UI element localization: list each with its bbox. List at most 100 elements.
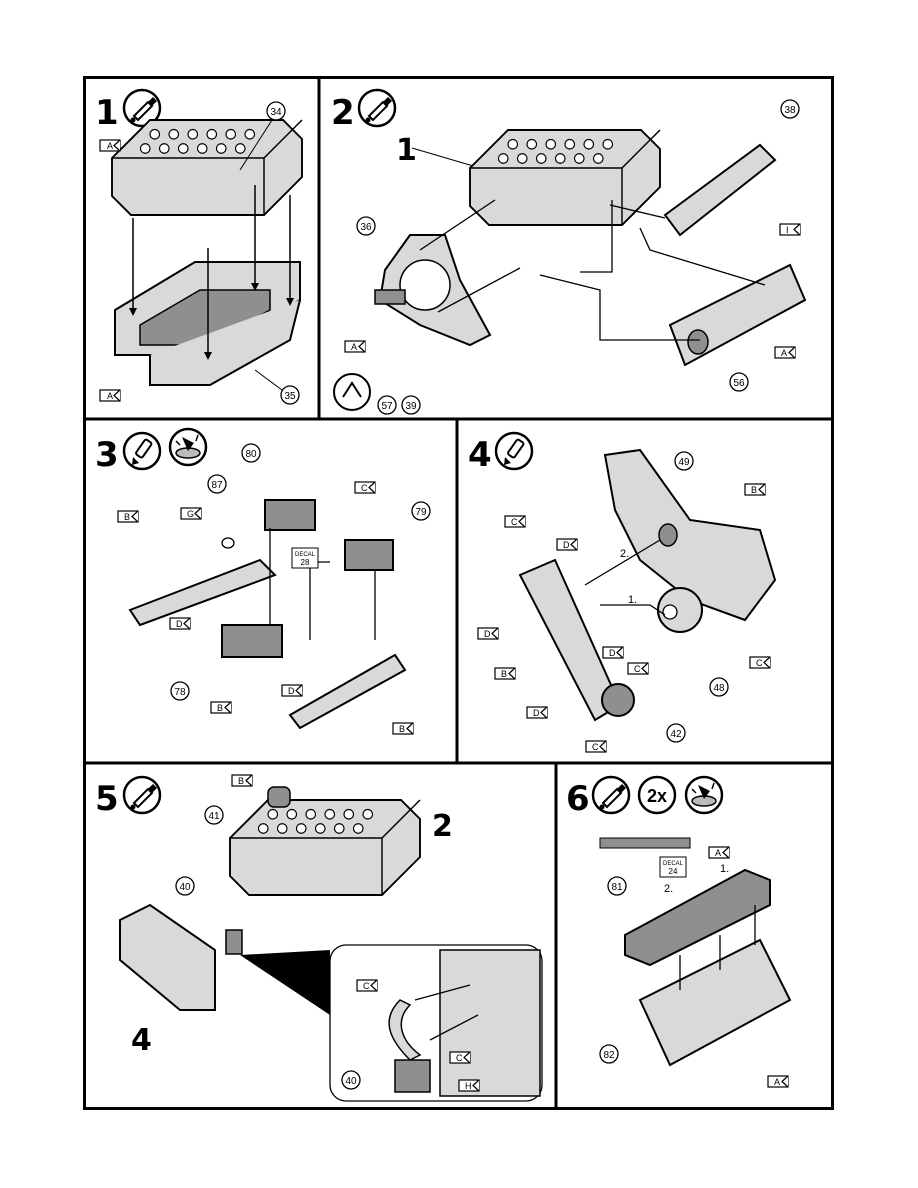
part-number: 81 (611, 882, 623, 893)
engine-assembly-illustration (469, 129, 661, 226)
part-80-illustration (264, 499, 316, 531)
part-38-illustration (663, 143, 777, 237)
sprue-letter: B (124, 512, 130, 522)
part-number: 36 (360, 222, 372, 233)
detail-pointer (240, 950, 330, 1015)
turn-model-icon (333, 373, 371, 411)
part-number: 40 (345, 1076, 357, 1087)
step-number: 4 (468, 435, 492, 475)
part-number: 57 (381, 401, 393, 412)
step-4-panel: 4 2. 1. 49 48 42 B C D D C D C B D C (468, 431, 777, 753)
part-34-illustration (111, 119, 303, 216)
sprue-letter: B (217, 703, 223, 713)
decal-box (659, 856, 687, 878)
sprue-letter: I (786, 225, 789, 235)
part-81-illustration (624, 868, 771, 967)
paint-icon (122, 431, 162, 471)
part-40-illustration (225, 929, 243, 955)
step-number: 6 (566, 779, 590, 819)
part-number: 82 (603, 1050, 615, 1061)
decal-label: DECAL (663, 861, 684, 867)
pipe-illustration (288, 653, 407, 730)
part-number: 78 (174, 687, 186, 698)
sprue-letter: B (238, 776, 244, 786)
multiplier-text: 2x (647, 786, 667, 806)
part-number: 80 (245, 449, 257, 460)
sprue-letter: B (501, 669, 507, 679)
decal-preview (599, 837, 691, 849)
decal-label: DECAL (295, 552, 316, 558)
sprue-letter: A (781, 348, 787, 358)
part-41-illustration (267, 786, 291, 808)
step-number: 5 (95, 779, 119, 819)
multiplier-badge (637, 775, 677, 815)
part-79-illustration (344, 539, 394, 571)
decal-box (291, 547, 319, 569)
part-number: 35 (284, 391, 296, 402)
part-number: 41 (208, 811, 220, 822)
reference-step: 2 (432, 809, 453, 844)
part-number: 42 (670, 729, 682, 740)
step-2-panel: 2 1 38 36 (331, 88, 807, 415)
arrow-label: 2. (664, 883, 673, 895)
sprue-letter: D (484, 629, 491, 639)
reference-step: 1 (396, 133, 417, 168)
part-number: 39 (405, 401, 417, 412)
part-number: 34 (270, 107, 282, 118)
sprue-letter: B (399, 724, 405, 734)
part-number: 48 (713, 683, 725, 694)
arrow-label: 1. (628, 594, 637, 606)
sprue-letter: G (187, 509, 194, 519)
sprue-letter: C (756, 658, 763, 668)
sprue-letter: C (363, 981, 370, 991)
sprue-letter: D (288, 686, 295, 696)
sprue-letter: C (592, 742, 599, 752)
pipe-illustration (128, 558, 277, 627)
step-3-panel: 3 80 87 79 78 B G C D D B B DECAL 28 (95, 427, 431, 735)
sprue-letter: D (533, 708, 540, 718)
sprue-letter: B (751, 485, 757, 495)
glue-icon (357, 88, 397, 128)
assembly-arrows (132, 185, 291, 355)
paint-icon (494, 431, 534, 471)
part-number: 79 (415, 507, 427, 518)
panel-dividers (83, 76, 834, 1110)
sprue-letter: D (609, 648, 616, 658)
sprue-letter: C (361, 483, 368, 493)
reference-step: 4 (131, 1023, 152, 1058)
part-number: 49 (678, 457, 690, 468)
part-number: 40 (179, 882, 191, 893)
engine-assembly-illustration (229, 799, 421, 896)
part-87-illustration (221, 537, 235, 549)
part-78-illustration (221, 624, 283, 658)
step-number: 1 (95, 93, 119, 133)
sprue-letter: C (511, 517, 518, 527)
step-5-panel: 5 2 4 41 40 40 B C C H (95, 774, 543, 1102)
decal-number: 28 (301, 558, 310, 567)
belt-assembly-illustration (119, 903, 216, 1011)
sprue-letter: A (774, 1077, 780, 1087)
sprue-letter: A (351, 342, 357, 352)
sprue-letter: C (456, 1053, 463, 1063)
part-56-illustration (668, 263, 807, 367)
part-36-illustration (374, 234, 492, 347)
arrow-label: 1. (720, 863, 729, 875)
sprue-letter: D (563, 540, 570, 550)
step-number: 3 (95, 435, 119, 475)
step-1-panel: 1 34 35 A A (95, 88, 303, 405)
glue-icon (122, 775, 162, 815)
part-number: 87 (211, 480, 223, 491)
sprue-letter: H (465, 1081, 472, 1091)
sprue-letter: D (176, 619, 183, 629)
sprue-letter: C (634, 664, 641, 674)
glue-icon (591, 775, 631, 815)
step-number: 2 (331, 93, 355, 133)
sprue-letter: A (107, 141, 113, 151)
arrow-label: 2. (620, 548, 629, 560)
step-6-panel: 6 2x DECAL 24 1. 2. 81 82 A A (566, 775, 792, 1088)
sprue-letter: A (107, 391, 113, 401)
decal-number: 24 (669, 867, 678, 876)
filter-illustration (394, 1059, 431, 1093)
decal-water-icon (684, 775, 724, 815)
